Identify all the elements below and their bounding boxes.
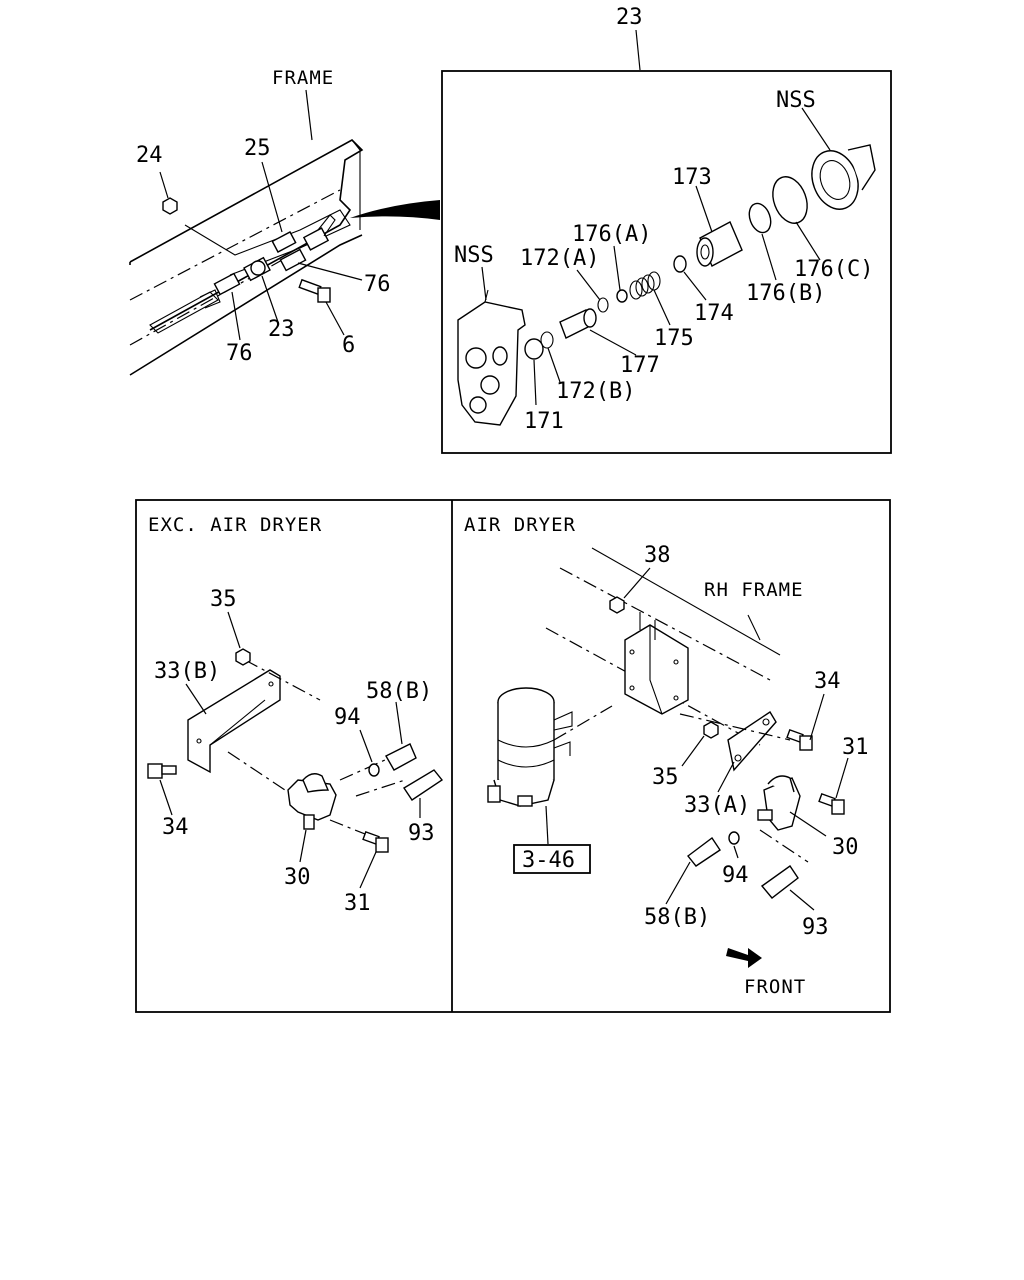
exc-air-dryer-assembly: [147, 611, 444, 889]
callout-174: 174: [694, 301, 734, 326]
exc-callout-35: 35: [210, 587, 237, 612]
air-callout-93: 93: [802, 915, 829, 940]
air-callout-33a: 33(A): [684, 793, 750, 818]
callout-nss-body: NSS: [454, 243, 494, 268]
callout-23-detail: 23: [616, 5, 643, 30]
air-callout-94: 94: [722, 863, 749, 888]
callout-176a: 176(A): [572, 222, 651, 247]
front-label: FRONT: [744, 976, 806, 998]
callout-173: 173: [672, 165, 712, 190]
callout-176c: 176(C): [794, 257, 873, 282]
exc-callout-33b: 33(B): [154, 659, 220, 684]
callout-172b: 172(B): [556, 379, 635, 404]
front-arrow-icon: [726, 948, 762, 968]
air-callout-58b: 58(B): [644, 905, 710, 930]
air-callout-38: 38: [644, 543, 671, 568]
exc-callout-58b: 58(B): [366, 679, 432, 704]
ref-box-3-46: [513, 844, 591, 874]
detail-box: [441, 70, 892, 454]
callout-24: 24: [136, 143, 163, 168]
exc-callout-93: 93: [408, 821, 435, 846]
callout-177: 177: [620, 353, 660, 378]
exc-callout-31: 31: [344, 891, 371, 916]
callout-175: 175: [654, 326, 694, 351]
callout-172a: 172(A): [520, 246, 599, 271]
air-dryer-assembly: [487, 547, 849, 911]
bottom-panels-frame: [135, 499, 891, 1013]
valve-exploded-view: [457, 107, 876, 426]
exc-callout-30: 30: [284, 865, 311, 890]
callout-6: 6: [342, 333, 355, 358]
air-callout-34: 34: [814, 669, 841, 694]
exc-callout-34: 34: [162, 815, 189, 840]
callout-23-small: 23: [268, 317, 295, 342]
ref-box-3-46-text: 3-46: [522, 848, 575, 873]
air-callout-31: 31: [842, 735, 869, 760]
callout-76-left: 76: [226, 341, 253, 366]
callout-nss-cap: NSS: [776, 88, 816, 113]
air-callout-35: 35: [652, 765, 679, 790]
callout-171: 171: [524, 409, 564, 434]
air-dryer-title: AIR DRYER: [464, 514, 576, 536]
frame-assembly: [129, 89, 364, 376]
frame-label: FRAME: [272, 67, 334, 89]
rh-frame-label: RH FRAME: [704, 579, 804, 601]
callout-25: 25: [244, 136, 271, 161]
exc-callout-94: 94: [334, 705, 361, 730]
callout-176b: 176(B): [746, 281, 825, 306]
callout-76-right: 76: [364, 272, 391, 297]
detail-pointer-arrow: [350, 200, 440, 220]
exc-air-dryer-title: EXC. AIR DRYER: [148, 514, 322, 536]
air-callout-30: 30: [832, 835, 859, 860]
